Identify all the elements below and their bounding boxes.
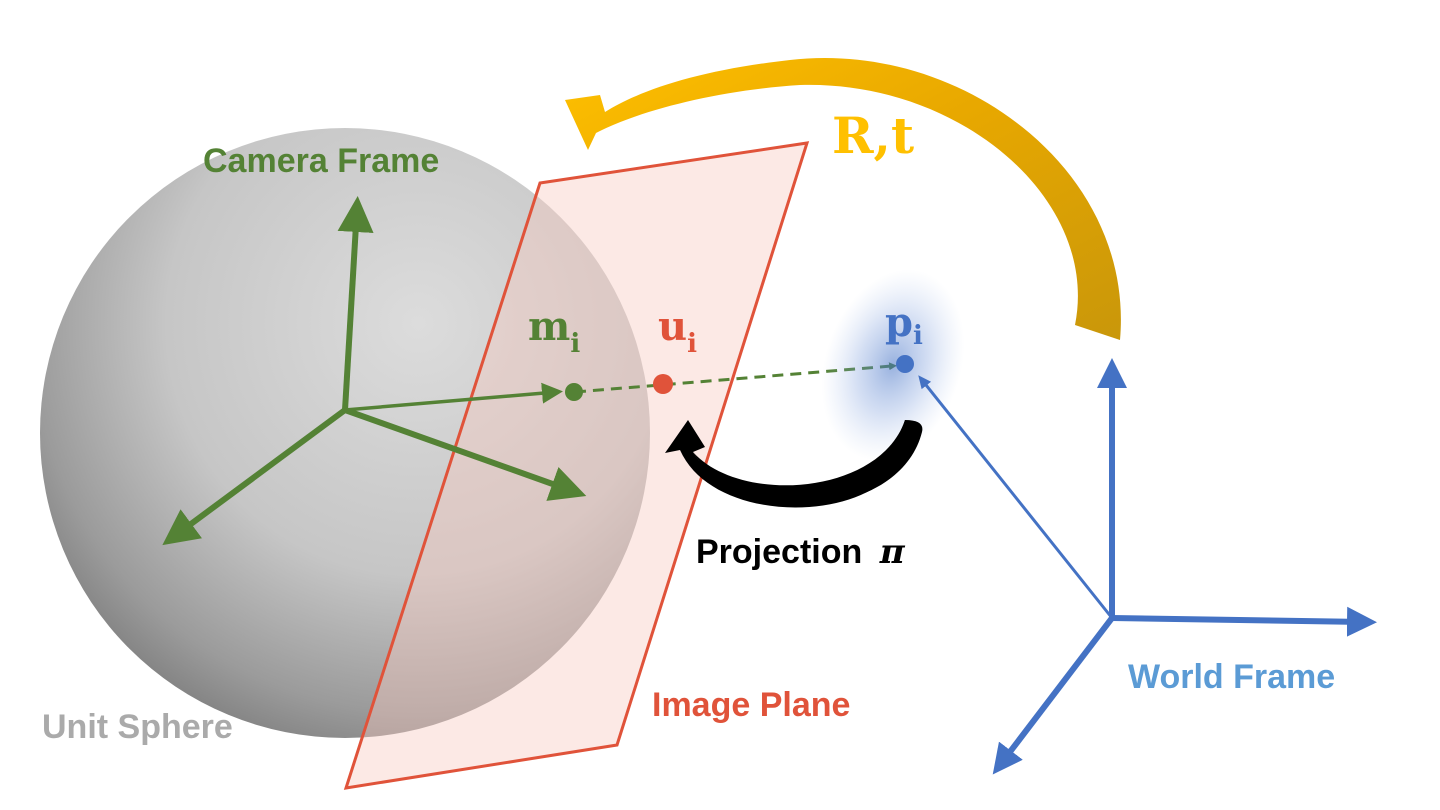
u-label-main: u [658, 303, 687, 350]
world-frame-label: World Frame [1128, 658, 1335, 696]
point-m [565, 383, 583, 401]
transform-arrow [565, 57, 1121, 340]
u-label-sub: i [687, 329, 697, 359]
camera-axis-right [343, 407, 587, 501]
transform-label: R,t [832, 106, 914, 165]
unit-sphere [40, 128, 650, 738]
m-label-sub: i [570, 329, 580, 359]
m-label-main: m [528, 303, 570, 350]
p-label: pi [885, 299, 923, 351]
point-uncertainty-blob [821, 269, 965, 461]
unit-sphere-label: Unit Sphere [42, 708, 233, 746]
image-plane-label: Image Plane [652, 686, 850, 724]
projection-symbol: π [879, 532, 906, 572]
projection-arrow [665, 420, 923, 508]
camera-frame-label: Camera Frame [203, 142, 439, 180]
camera-ray-to-m [344, 382, 563, 412]
projection-word: Projection [696, 533, 862, 571]
image-plane [343, 141, 810, 790]
p-label-sub: i [913, 321, 923, 351]
world-axis-down-left [992, 616, 1115, 775]
projection-label: Projection π [696, 532, 906, 572]
p-label-main: p [885, 299, 913, 346]
world-frame-axes [918, 358, 1377, 775]
point-u [653, 374, 673, 394]
camera-frame-axes [162, 196, 587, 546]
point-p [896, 355, 914, 373]
world-axis-right [1111, 606, 1377, 637]
m-label: mi [528, 303, 580, 359]
camera-axis-up [337, 196, 374, 411]
world-ray-to-p [918, 375, 1114, 619]
camera-axis-left [162, 407, 347, 546]
u-label: ui [658, 303, 697, 359]
